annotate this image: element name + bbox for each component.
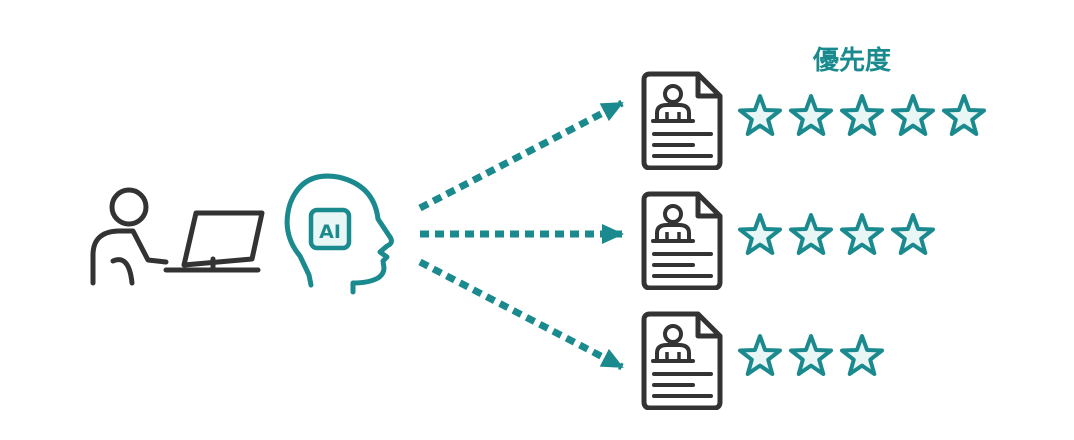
star-icon xyxy=(738,213,782,255)
resume-rows xyxy=(644,74,986,408)
resume-row-3 xyxy=(644,314,884,408)
resume-document-icon xyxy=(644,74,720,168)
star-icon xyxy=(738,334,782,376)
star-icon xyxy=(891,94,935,136)
arrow-to-resume-1 xyxy=(418,99,624,212)
star-icon xyxy=(789,94,833,136)
star-icon xyxy=(891,213,935,255)
star-icon xyxy=(840,94,884,136)
ai-head-icon: AI xyxy=(284,173,394,295)
resume-document-icon xyxy=(644,314,720,408)
star-icon xyxy=(840,334,884,376)
star-icon xyxy=(942,94,986,136)
star-icon xyxy=(789,213,833,255)
resume-document-icon xyxy=(644,194,720,288)
ai-chip-label: AI xyxy=(319,221,341,243)
connector-arrows xyxy=(418,99,624,371)
arrow-to-resume-3 xyxy=(418,258,624,371)
priority-label: 優先度 xyxy=(812,45,891,76)
star-icon xyxy=(789,334,833,376)
star-icon xyxy=(840,213,884,255)
resume-row-1 xyxy=(644,74,986,168)
star-icon xyxy=(738,94,782,136)
resume-row-2 xyxy=(644,194,935,288)
person-at-computer-icon xyxy=(90,187,265,286)
